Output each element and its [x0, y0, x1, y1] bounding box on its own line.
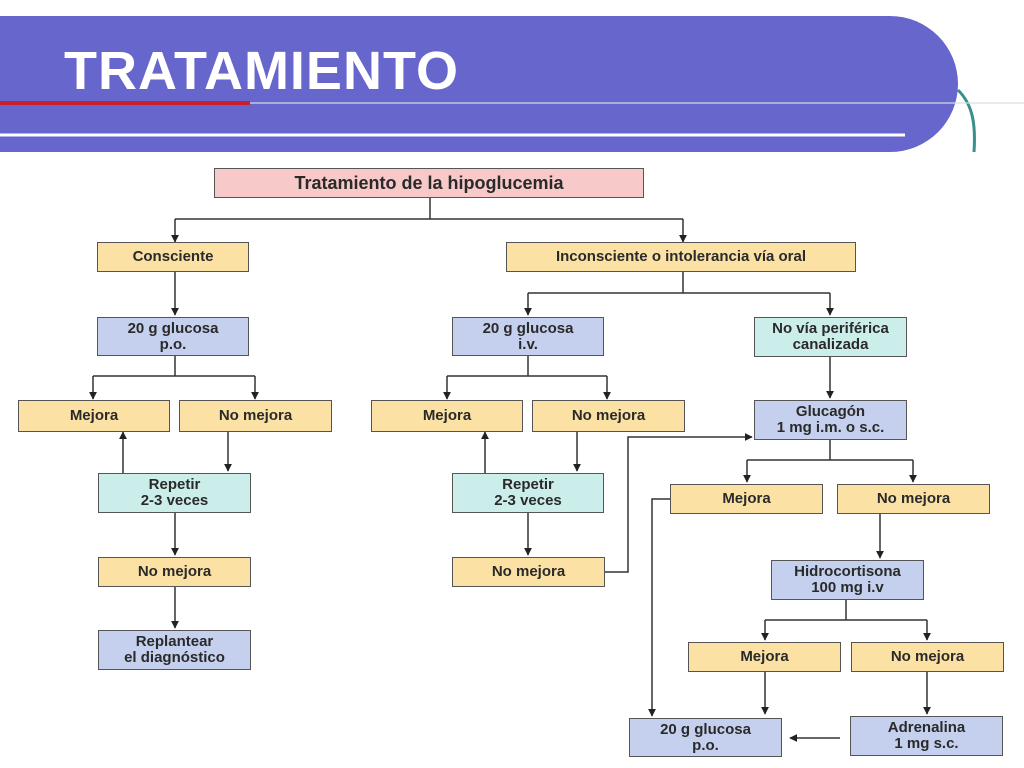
glucagon-improves-box: Mejora — [670, 484, 823, 514]
conscious-not-improves-box: No mejora — [179, 400, 332, 432]
replan-diagnosis-box: Replantear el diagnóstico — [98, 630, 251, 670]
final-glucose-oral-box: 20 g glucosa p.o. — [629, 718, 782, 757]
conscious-improves-box: Mejora — [18, 400, 170, 432]
iv-not-improves-final-box: No mejora — [452, 557, 605, 587]
glucagon-not-improves-box: No mejora — [837, 484, 990, 514]
iv-repeat-box: Repetir 2-3 veces — [452, 473, 604, 513]
conscious-box: Consciente — [97, 242, 249, 272]
adrenaline-box: Adrenalina 1 mg s.c. — [850, 716, 1003, 756]
conscious-glucose-oral-box: 20 g glucosa p.o. — [97, 317, 249, 356]
no-peripheral-line-box: No vía periférica canalizada — [754, 317, 907, 357]
hydrocortisone-box: Hidrocortisona 100 mg i.v — [771, 560, 924, 600]
unconscious-box: Inconsciente o intolerancia vía oral — [506, 242, 856, 272]
iv-glucose-box: 20 g glucosa i.v. — [452, 317, 604, 356]
glucagon-box: Glucagón 1 mg i.m. o s.c. — [754, 400, 907, 440]
iv-improves-box: Mejora — [371, 400, 523, 432]
hydrocortisone-not-improves-box: No mejora — [851, 642, 1004, 672]
hydrocortisone-improves-box: Mejora — [688, 642, 841, 672]
iv-not-improves-box: No mejora — [532, 400, 685, 432]
root-box: Tratamiento de la hipoglucemia — [214, 168, 644, 198]
conscious-repeat-box: Repetir 2-3 veces — [98, 473, 251, 513]
title-banner — [0, 16, 1024, 153]
conscious-not-improves-final-box: No mejora — [98, 557, 251, 587]
slide-title: TRATAMIENTO — [64, 41, 459, 101]
